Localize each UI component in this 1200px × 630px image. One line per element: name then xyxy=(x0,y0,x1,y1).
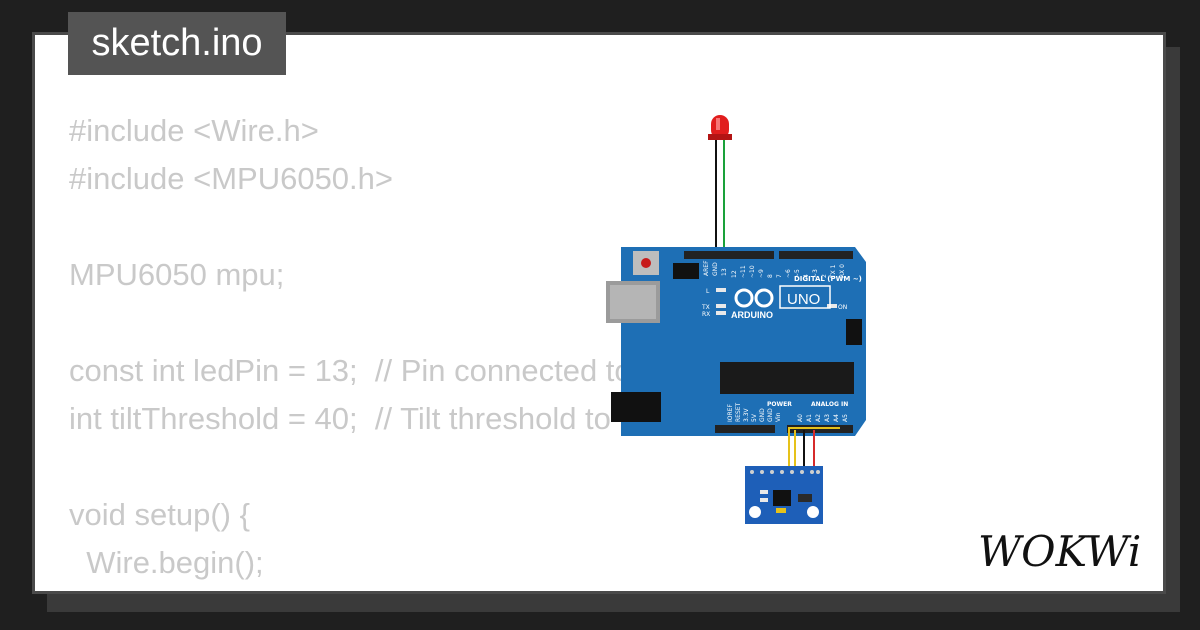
power-label: POWER xyxy=(767,401,792,408)
code-line: MPU6050 mpu; xyxy=(69,257,285,292)
pin-label: 4 xyxy=(803,274,810,278)
pin-label: 5V xyxy=(751,413,758,422)
pin-label: A4 xyxy=(833,414,840,422)
pin-label: IOREF xyxy=(727,404,734,422)
pin-label: 8 xyxy=(767,274,774,278)
pin-label: TX 1 xyxy=(830,264,837,279)
pin-label: ~6 xyxy=(785,269,792,278)
atmega-chip xyxy=(720,362,854,394)
pin-label: RX 0 xyxy=(839,264,846,278)
gnd-pin-label: GND xyxy=(712,262,719,276)
mpu6050-module[interactable] xyxy=(745,466,823,524)
analog-label: ANALOG IN xyxy=(811,401,848,408)
pin-label: 3.3V xyxy=(743,407,750,422)
pin-label: ~11 xyxy=(740,265,747,278)
code-preview: #include <Wire.h> #include <MPU6050.h> MPU… xyxy=(69,107,837,591)
pin-label: A3 xyxy=(824,414,831,422)
pin-label: A5 xyxy=(842,414,849,422)
on-led-label: ON xyxy=(838,304,847,311)
pin-label: A2 xyxy=(815,414,822,422)
digital-header-low xyxy=(779,251,853,259)
project-card: #include <Wire.h> #include <MPU6050.h> MPU… xyxy=(32,32,1166,594)
power-header xyxy=(715,425,775,433)
code-line: #include <Wire.h> xyxy=(69,113,319,148)
pin-label: RESET xyxy=(735,402,742,422)
l-led-label: L xyxy=(706,288,710,295)
pin-label: 7 xyxy=(776,274,783,278)
pin-label: A1 xyxy=(806,414,813,422)
code-line: #include <MPU6050.h> xyxy=(69,161,394,196)
board-name: UNO xyxy=(787,291,820,308)
pin-label: ~3 xyxy=(812,269,819,278)
wokwi-logo-text: WOKWi xyxy=(978,528,1141,576)
pin13-label: 13 xyxy=(721,268,728,276)
i2c-wires[interactable] xyxy=(788,427,840,470)
pin-label: ~9 xyxy=(758,269,765,278)
digital-label: DIGITAL (PWM ~) xyxy=(794,275,862,283)
tx-led-label: TX xyxy=(701,304,710,311)
pin-label: GND xyxy=(767,408,774,422)
pin-label: GND xyxy=(759,408,766,422)
pin-label: 12 xyxy=(731,270,738,278)
file-name-tab[interactable]: sketch.ino xyxy=(68,12,286,75)
pin-label: ~5 xyxy=(794,269,801,278)
led[interactable] xyxy=(708,115,732,254)
wokwi-logo: WOKWi xyxy=(976,527,1148,581)
arduino-logo-icon xyxy=(734,288,774,308)
board-brand: ARDUINO xyxy=(731,310,773,320)
mpu-chip xyxy=(773,490,791,506)
arduino-uno-board[interactable]: UNO ARDUINO DIGITAL (PWM ~) POWER ANALOG… xyxy=(606,247,866,436)
code-line: void setup() { xyxy=(69,497,250,532)
rx-led-label: RX xyxy=(702,311,710,318)
pin-label: ~10 xyxy=(749,265,756,278)
aref-pin-label: AREF xyxy=(703,260,710,276)
pin-label: 2 xyxy=(821,274,828,278)
pin-label: Vin xyxy=(775,412,782,422)
pin-label: A0 xyxy=(797,414,804,422)
power-jack xyxy=(611,392,661,422)
code-line: Wire.begin(); xyxy=(69,545,264,580)
digital-header-high xyxy=(684,251,774,259)
